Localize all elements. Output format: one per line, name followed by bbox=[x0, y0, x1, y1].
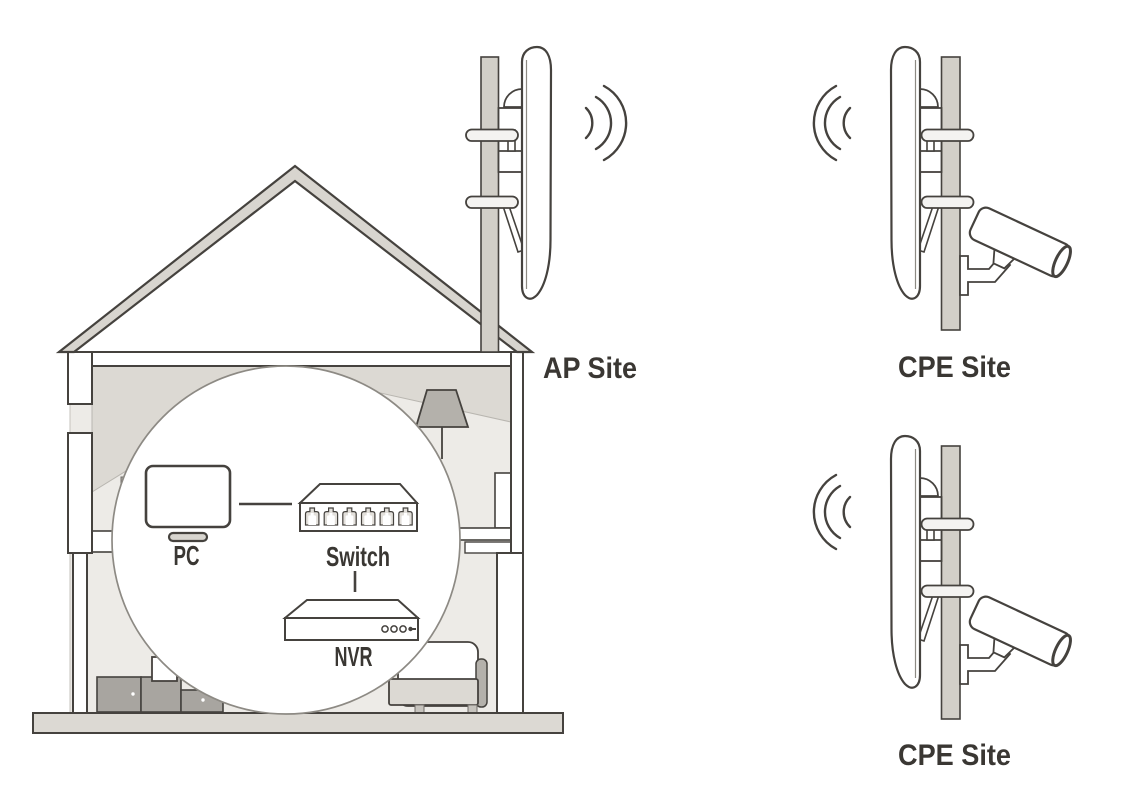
camera-icon bbox=[959, 206, 1072, 296]
pole-clamp bbox=[920, 195, 975, 209]
cpe-antenna-icon bbox=[889, 45, 975, 300]
ground-slab bbox=[32, 712, 564, 734]
nvr-label: NVR bbox=[335, 641, 373, 672]
switch-label: Switch bbox=[326, 541, 390, 572]
pole-clamp bbox=[465, 128, 519, 142]
walls bbox=[67, 351, 524, 714]
ap-site bbox=[465, 45, 628, 353]
zoom-circle: PC Switch NVR bbox=[111, 365, 461, 715]
cpe-site-bottom-label: CPE Site bbox=[898, 739, 1011, 772]
cpe-unit-bottom bbox=[812, 434, 1076, 721]
switch-icon bbox=[297, 483, 420, 532]
lamp-icon bbox=[414, 389, 470, 459]
cpe-pole bbox=[940, 56, 961, 331]
switch-ports bbox=[304, 507, 413, 526]
ap-site-label: AP Site bbox=[543, 352, 637, 385]
left-wall-upper bbox=[67, 351, 93, 405]
ap-signal-waves-icon bbox=[584, 84, 628, 162]
pole-clamp bbox=[920, 128, 975, 142]
right-wall-lower bbox=[496, 552, 524, 714]
roof bbox=[55, 164, 536, 354]
right-inner-wall bbox=[494, 472, 512, 529]
cpe-unit-top bbox=[812, 45, 1072, 331]
nvr-icon bbox=[282, 599, 421, 641]
pole-clamp bbox=[465, 195, 519, 209]
ap-antenna-icon bbox=[465, 45, 553, 300]
cpe-site-top-label: CPE Site bbox=[898, 351, 1011, 384]
left-wall-lower bbox=[72, 552, 88, 714]
cabinets bbox=[96, 676, 224, 713]
cpe-signal-waves-icon bbox=[812, 84, 852, 162]
pc-label: PC bbox=[174, 540, 200, 571]
pc-icon bbox=[144, 464, 232, 543]
sofa-icon bbox=[388, 641, 488, 714]
floor-band-right-2 bbox=[464, 541, 512, 554]
ceiling-band bbox=[67, 351, 524, 367]
left-wall-mid bbox=[67, 432, 93, 554]
